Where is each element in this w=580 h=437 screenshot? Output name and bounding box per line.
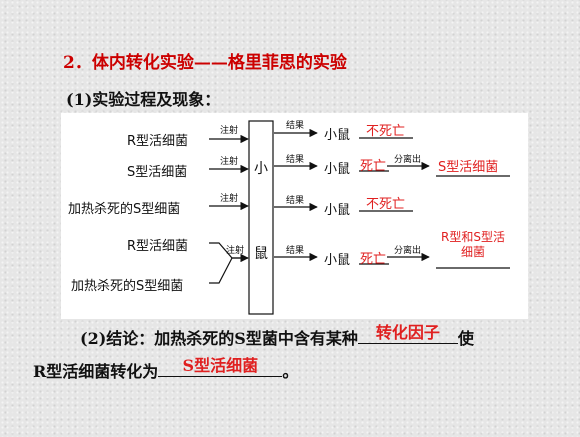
mouse-box <box>248 120 274 315</box>
mouse-label-2: 小鼠 <box>324 162 351 177</box>
result-label-4: 结果 <box>286 246 305 256</box>
answer-s-live-bacteria: S型活细菌 <box>182 356 259 375</box>
result-label-2: 结果 <box>286 155 305 165</box>
conclusion-text-1: (2)结论：加热杀死的S型菌中含有某种 <box>80 329 358 348</box>
box-char-shu: 鼠 <box>254 246 268 262</box>
outcome-not-dead-1: 不死亡 <box>366 124 406 139</box>
conclusion-text-2: 使 <box>457 329 474 348</box>
left-label-heat-killed-s: 加热杀死的S型细菌 <box>68 202 181 217</box>
diagram-lines <box>209 120 510 315</box>
mouse-label-3: 小鼠 <box>324 203 351 218</box>
box-char-xiao: 小 <box>254 161 268 177</box>
conclusion-line-2: R型活细菌转化为 S型活细菌 。 <box>33 356 299 382</box>
merge-line-bottom <box>209 257 233 284</box>
result-label-3: 结果 <box>286 196 305 206</box>
section-heading: 2．体内转化实验——格里菲思的实验 <box>63 53 347 73</box>
experiment-diagram: R型活细菌 S型活细菌 加热杀死的S型细菌 R型活细菌 加热杀死的S型细菌 注射… <box>61 113 528 319</box>
conclusion-text-4: 。 <box>282 362 299 381</box>
left-label-heat-killed-s-2: 加热杀死的S型细菌 <box>71 279 184 294</box>
outcome-dead-1: 死亡 <box>360 159 387 174</box>
answer-blank-1: 转化因子 <box>357 323 458 344</box>
inject-label-3: 注射 <box>220 194 239 204</box>
experiment-subheading: (1)实验过程及现象： <box>66 90 221 109</box>
outcome-not-dead-2: 不死亡 <box>366 197 406 212</box>
conclusion-text-3: R型活细菌转化为 <box>33 362 159 381</box>
left-label-r-live-2: R型活细菌 <box>127 239 189 254</box>
isolated-r-and-s-live: R型和S型活细菌 <box>441 230 505 259</box>
answer-blank-2: S型活细菌 <box>158 356 283 377</box>
mouse-label-4: 小鼠 <box>324 253 351 268</box>
inject-label-1: 注射 <box>220 126 239 136</box>
answer-transforming-factor: 转化因子 <box>375 323 440 342</box>
outcome-dead-2: 死亡 <box>360 252 387 267</box>
inject-label-4: 注射 <box>226 246 245 256</box>
left-label-s-live: S型活细菌 <box>127 165 188 180</box>
conclusion-line-1: (2)结论：加热杀死的S型菌中含有某种转化因子使 <box>80 323 474 349</box>
separate-label-1: 分离出 <box>394 155 422 165</box>
left-label-r-live: R型活细菌 <box>127 134 189 149</box>
inject-label-2: 注射 <box>220 157 239 167</box>
separate-label-2: 分离出 <box>394 246 422 256</box>
mouse-label-1: 小鼠 <box>324 128 351 143</box>
isolated-s-live: S型活细菌 <box>438 160 499 175</box>
result-label-1: 结果 <box>286 121 305 131</box>
